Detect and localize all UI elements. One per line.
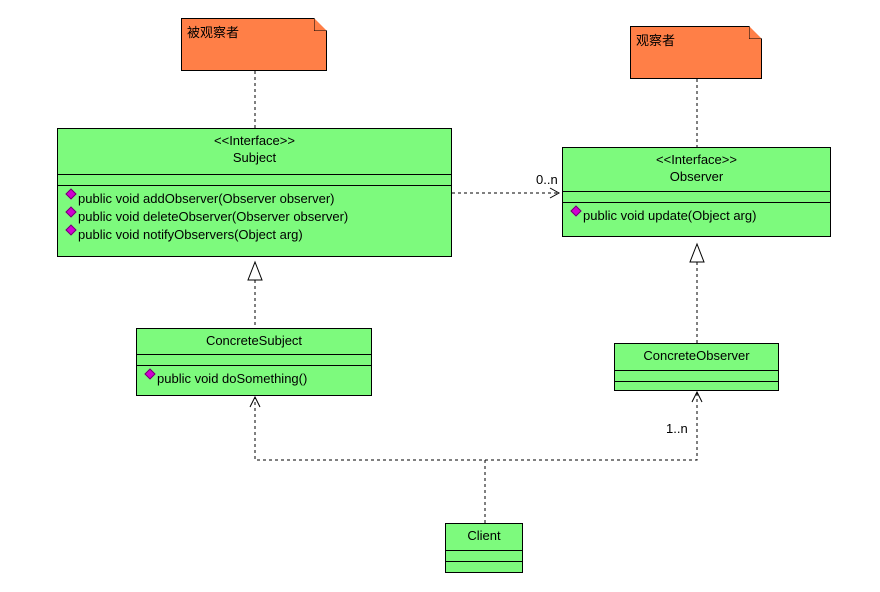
note-subject: 被观察者	[181, 18, 327, 71]
class-concrete-subject-name: ConcreteSubject	[205, 333, 303, 348]
arrowhead-concrete-subject	[249, 395, 261, 408]
class-subject-attributes	[58, 174, 451, 185]
public-operation-icon	[65, 206, 77, 218]
class-concrete-subject-operations: public void doSomething()	[137, 365, 371, 388]
class-concrete-subject[interactable]: ConcreteSubject public void doSomething(…	[136, 328, 372, 396]
class-concrete-subject-header: ConcreteSubject	[137, 329, 371, 354]
public-operation-icon	[144, 368, 156, 380]
class-client-operations	[446, 561, 522, 562]
class-subject-stereotype: <<Interface>>	[214, 133, 295, 148]
operation-label: public void update(Object arg)	[583, 208, 757, 223]
arrowhead-observer	[549, 187, 561, 199]
note-fold-corner	[749, 26, 762, 39]
operation-label: public void deleteObserver(Observer obse…	[78, 209, 349, 224]
public-operation-icon	[65, 224, 77, 236]
operation-row: public void addObserver(Observer observe…	[65, 188, 451, 208]
note-subject-label: 被观察者	[187, 25, 240, 40]
class-observer-attributes	[563, 191, 830, 202]
operation-label: public void doSomething()	[157, 371, 308, 386]
multiplicity-subject-observer: 0..n	[536, 172, 558, 187]
operation-row: public void deleteObserver(Observer obse…	[65, 206, 451, 226]
class-concrete-observer-header: ConcreteObserver	[615, 344, 778, 370]
class-observer-header: <<Interface>> Observer	[563, 148, 830, 191]
class-observer-operations: public void update(Object arg)	[563, 202, 830, 225]
public-operation-icon	[65, 188, 77, 200]
note-observer-label: 观察者	[636, 33, 676, 48]
operation-label: public void addObserver(Observer observe…	[78, 191, 335, 206]
class-concrete-observer-attributes	[615, 370, 778, 381]
class-concrete-observer-operations	[615, 381, 778, 382]
operation-row: public void update(Object arg)	[570, 205, 830, 225]
dependency-client-concrete-observer	[485, 393, 698, 461]
operation-row: public void notifyObservers(Object arg)	[65, 224, 451, 244]
class-subject-operations: public void addObserver(Observer observe…	[58, 185, 451, 244]
class-observer-name: Observer	[669, 169, 724, 184]
class-concrete-observer-name: ConcreteObserver	[643, 348, 750, 363]
realization-triangle-observer	[689, 242, 705, 263]
class-observer[interactable]: <<Interface>> Observer public void updat…	[562, 147, 831, 237]
class-client-name: Client	[467, 528, 501, 543]
class-subject[interactable]: <<Interface>> Subject public void addObs…	[57, 128, 452, 257]
dependency-client-concrete-subject	[254, 398, 486, 523]
class-subject-header: <<Interface>> Subject	[58, 129, 451, 174]
class-client-attributes	[446, 550, 522, 561]
class-concrete-observer[interactable]: ConcreteObserver	[614, 343, 779, 391]
multiplicity-client-concrete-observer: 1..n	[666, 421, 688, 436]
realization-triangle-subject	[247, 260, 263, 281]
class-client[interactable]: Client	[445, 523, 523, 573]
public-operation-icon	[570, 205, 582, 217]
operation-label: public void notifyObservers(Object arg)	[78, 227, 303, 242]
arrowhead-concrete-observer	[691, 390, 703, 403]
class-client-header: Client	[446, 524, 522, 550]
operation-row: public void doSomething()	[144, 368, 371, 388]
note-observer: 观察者	[630, 26, 762, 79]
class-observer-stereotype: <<Interface>>	[656, 152, 737, 167]
class-subject-name: Subject	[232, 150, 277, 165]
class-concrete-subject-attributes	[137, 354, 371, 365]
note-fold-corner	[314, 18, 327, 31]
